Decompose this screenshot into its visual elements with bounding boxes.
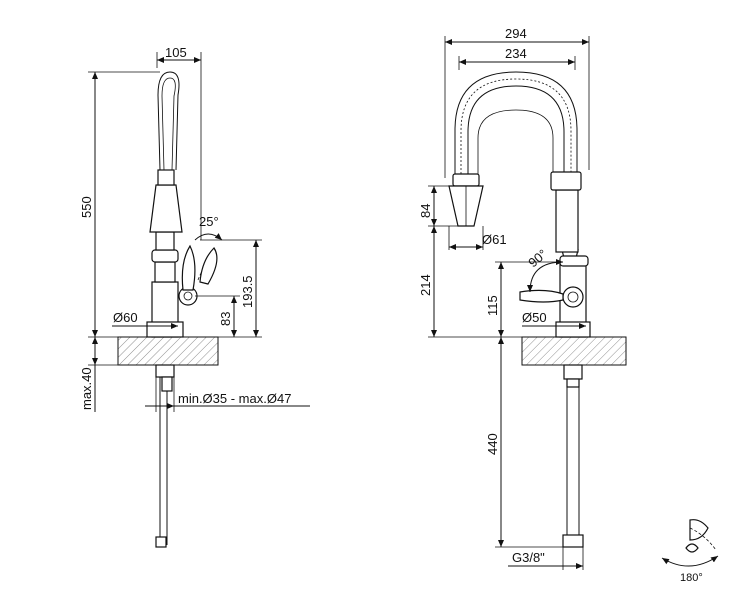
side-lever bbox=[181, 244, 196, 291]
front-dim-hose-length: 440 bbox=[485, 433, 500, 455]
side-dim-height: 550 bbox=[79, 196, 94, 218]
front-lever bbox=[519, 289, 564, 303]
side-dim-base-height: 83 bbox=[218, 312, 233, 326]
rotation-icon: 180° bbox=[661, 519, 719, 584]
rotation-label: 180° bbox=[680, 572, 703, 584]
front-dim-thread: G3/8" bbox=[512, 550, 545, 565]
side-dim-base-diameter: Ø60 bbox=[113, 310, 138, 325]
side-countertop bbox=[117, 336, 219, 366]
side-dim-hole-diameter: min.Ø35 - max.Ø47 bbox=[178, 391, 291, 406]
side-dim-angle: 25° bbox=[199, 214, 219, 229]
front-dim-lever-height: 115 bbox=[485, 295, 500, 316]
side-dim-lever-height: 193.5 bbox=[240, 275, 255, 308]
front-dim-spray-height: 84 bbox=[418, 204, 433, 218]
side-view: 105 550 max.40 Ø60 min.Ø35 - max.Ø47 25°… bbox=[79, 45, 310, 548]
front-dim-angle: 90° bbox=[525, 246, 550, 270]
front-dim-inner-width: 234 bbox=[505, 46, 527, 61]
front-view: 294 234 84 Ø61 90° 214 115 Ø50 440 bbox=[418, 26, 627, 570]
front-dim-outer-width: 294 bbox=[505, 26, 527, 41]
side-dim-counter-thickness: max.40 bbox=[79, 367, 94, 410]
side-spray-head bbox=[149, 184, 183, 233]
side-dim-top-width: 105 bbox=[165, 45, 187, 60]
front-dim-spout-height: 214 bbox=[418, 274, 433, 296]
front-dim-base-diameter: Ø50 bbox=[522, 310, 547, 325]
front-dim-spray-diameter: Ø61 bbox=[482, 232, 507, 247]
front-countertop bbox=[521, 336, 627, 366]
